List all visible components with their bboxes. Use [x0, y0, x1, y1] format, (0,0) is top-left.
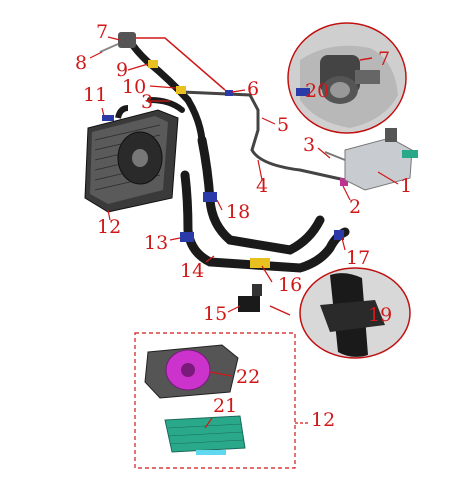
clamp-6	[225, 90, 233, 96]
callout-20: 20	[305, 80, 330, 102]
radiator-detail-box	[134, 332, 296, 469]
callout-14: 14	[180, 260, 205, 282]
clamp-10	[176, 86, 186, 94]
callout-9: 9	[116, 59, 129, 81]
callout-22: 22	[236, 366, 261, 388]
lower-hose-assembly	[180, 135, 350, 273]
callout-16: 16	[278, 274, 303, 296]
callout-17: 17	[346, 247, 371, 269]
callout-13: 13	[144, 232, 169, 254]
callout-12-detail: 12	[311, 409, 336, 431]
radiator-core-21	[164, 415, 246, 455]
clamp-18	[203, 192, 217, 202]
detail-circle-upper	[287, 22, 407, 134]
callout-8: 8	[75, 52, 88, 74]
callout-7-detail: 7	[378, 48, 391, 70]
clamp-17	[334, 230, 344, 240]
callout-1: 1	[400, 175, 413, 197]
callout-21: 21	[213, 395, 238, 417]
callout-3-right: 3	[303, 134, 316, 156]
leader-lines	[89, 36, 399, 429]
bracket-15	[238, 284, 262, 312]
detail-circle-lower	[299, 267, 411, 359]
clamp-2	[340, 178, 348, 186]
radiator	[84, 105, 179, 213]
callout-6: 6	[247, 78, 260, 100]
callout-15: 15	[203, 303, 228, 325]
callout-19: 19	[368, 304, 393, 326]
callout-12: 12	[97, 216, 122, 238]
callout-4: 4	[256, 175, 269, 197]
callout-5: 5	[277, 114, 290, 136]
clamp-16	[250, 258, 270, 268]
clamp-9	[148, 60, 158, 68]
filler-cap	[99, 32, 136, 53]
callout-3-left: 3	[141, 91, 154, 113]
callout-2: 2	[349, 196, 362, 218]
callout-18: 18	[226, 201, 251, 223]
callout-7: 7	[96, 21, 109, 43]
clamp-13	[180, 232, 194, 242]
callout-10: 10	[122, 76, 147, 98]
fan-shroud-22	[144, 344, 239, 399]
callout-11: 11	[83, 84, 108, 106]
coolant-reservoir	[324, 128, 418, 191]
